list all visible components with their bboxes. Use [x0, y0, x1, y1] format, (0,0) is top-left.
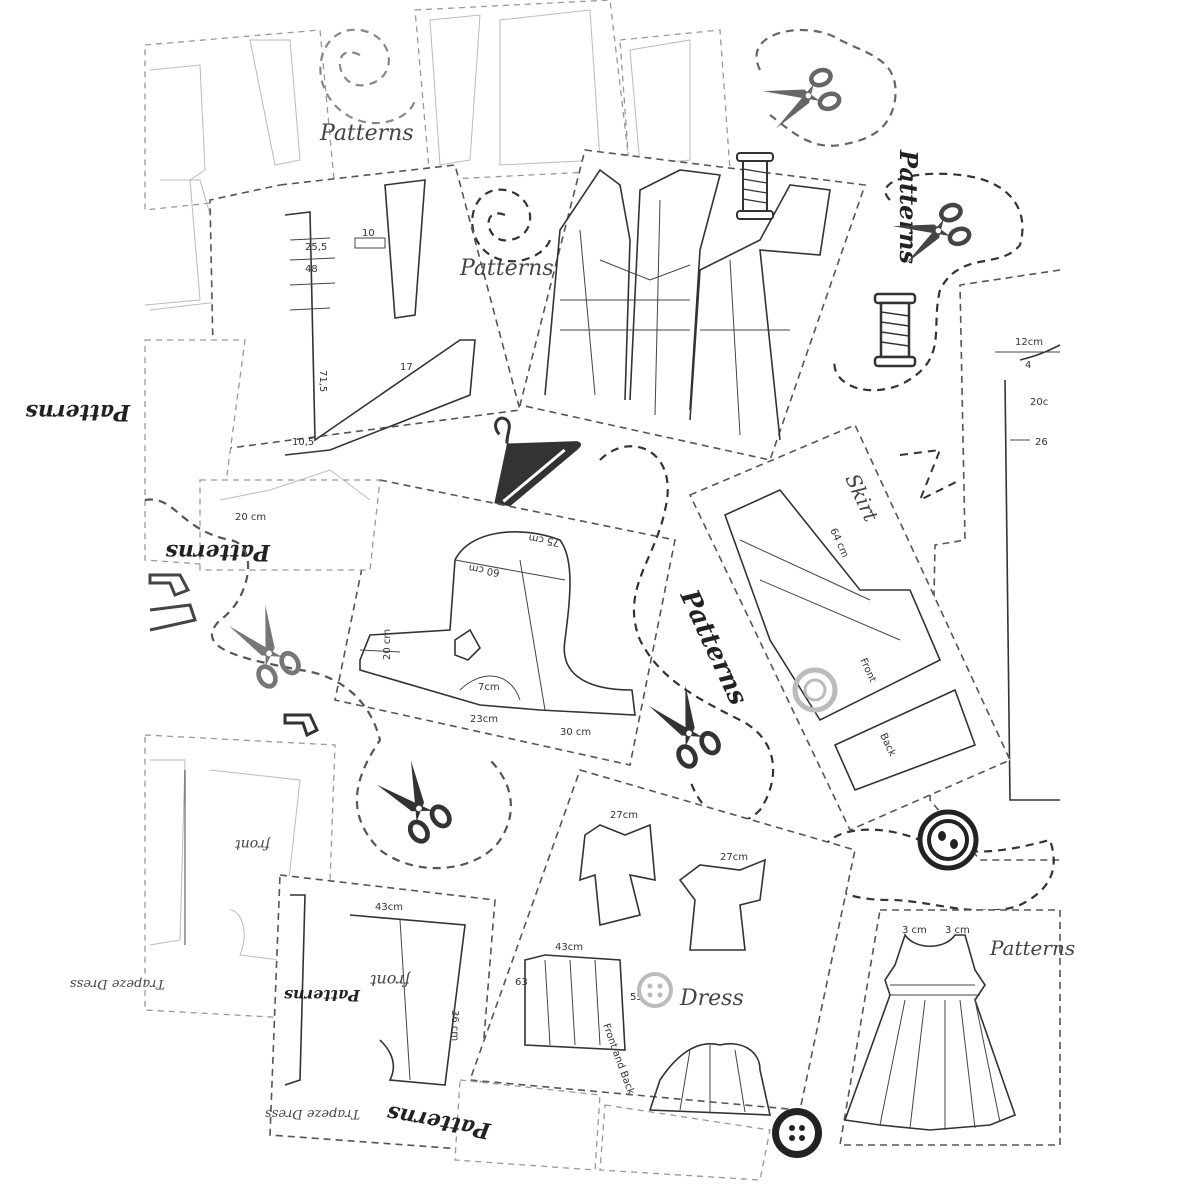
sheet-center-bodice: 20 cm 60 cm 75 cm 7cm 23cm 30 cm	[334, 479, 676, 766]
dashed-cut-outline-top-right	[755, 28, 1024, 392]
dim-4: 4	[1025, 360, 1031, 371]
patterns-label-upside-down-left: Patterns	[26, 399, 132, 425]
dim-30cm: 30 cm	[560, 727, 591, 738]
patterns-label-faint-bottom: Patterns	[284, 986, 361, 1005]
sheet-jacket-patterns	[519, 149, 867, 461]
patterns-label-faint: Patterns	[319, 121, 414, 146]
dim-27cm-a: 27cm	[610, 810, 638, 821]
swirl-decoration	[319, 28, 552, 263]
patterns-label-bottom-right: Patterns	[989, 936, 1075, 960]
dim-55: 55	[630, 992, 643, 1003]
dim-20cm-left: 20 cm	[235, 512, 266, 523]
sewing-machine-icon	[148, 573, 197, 632]
dim-43cm-dress: 43cm	[555, 942, 583, 953]
thread-spool-icon	[736, 152, 774, 220]
button-icon	[920, 812, 976, 868]
trapeze-dress-label-faint: Trapeze Dress	[70, 976, 165, 991]
dim-27cm-b: 27cm	[720, 852, 748, 863]
patterns-label-upside-down-center: Patterns	[166, 539, 272, 565]
dim-12cm: 12cm	[1015, 337, 1043, 348]
button-icon	[772, 1108, 822, 1158]
sheet-gathered-dress: Patterns 3 cm 3 cm	[839, 909, 1075, 1146]
dim-17: 17	[400, 362, 413, 373]
dim-10-5: 10,5	[292, 437, 314, 448]
sheet-top-left-faint	[144, 0, 731, 211]
trapeze-dress-label: Trapeze Dress	[265, 1106, 360, 1121]
front-label-faint: front	[235, 836, 271, 852]
dashed-cut-loops-left	[144, 445, 1055, 912]
dim-3cm-a: 3 cm	[902, 925, 927, 936]
patterns-label-edge-faint: Patterns	[894, 149, 923, 264]
dim-48: 48	[305, 264, 318, 275]
sheet-dress-pieces: 27cm 27cm 43cm 63 55 Front and Back Dres…	[468, 769, 856, 1116]
dress-label: Dress	[679, 986, 744, 1011]
dim-3cm-b: 3 cm	[945, 925, 970, 936]
sheet-center-left-faint: Patterns 20 cm	[166, 469, 381, 571]
scissors-icon	[649, 685, 722, 769]
dim-75cm: 75 cm	[528, 532, 561, 548]
dim-60cm: 60 cm	[468, 562, 501, 578]
dim-26: 26	[1035, 437, 1048, 448]
sheet-bodice-sleeve: 10 17 71,5 25,5 48 10,5 Patterns	[209, 164, 554, 456]
hanger-icon	[492, 416, 582, 517]
dim-10: 10	[362, 228, 375, 239]
sheet-trapeze-dress: 43cm 36 cm front Trapeze Dress Patterns	[265, 874, 496, 1151]
dim-23cm: 23cm	[470, 714, 498, 725]
dim-71-5: 71,5	[317, 370, 328, 392]
dim-63: 63	[515, 977, 528, 988]
dim-7cm: 7cm	[478, 682, 500, 693]
scissors-icon	[229, 605, 302, 689]
thread-spool-icon	[873, 292, 917, 368]
sheet-skirt: Skirt Front Back 64 cm	[688, 423, 1012, 832]
patterns-label-sheet1: Patterns	[459, 256, 554, 281]
dim-43cm-trapeze: 43cm	[375, 902, 403, 913]
dim-20cm-center: 20 cm	[382, 629, 393, 660]
front-label-trapeze: front	[369, 971, 411, 990]
sheet-bottom-label: Patterns	[385, 1079, 771, 1181]
scissors-icon	[377, 761, 453, 845]
dim-20c: 20c	[1030, 397, 1048, 408]
dim-36cm: 36 cm	[449, 1010, 460, 1041]
dim-25-5: 25,5	[305, 242, 327, 253]
